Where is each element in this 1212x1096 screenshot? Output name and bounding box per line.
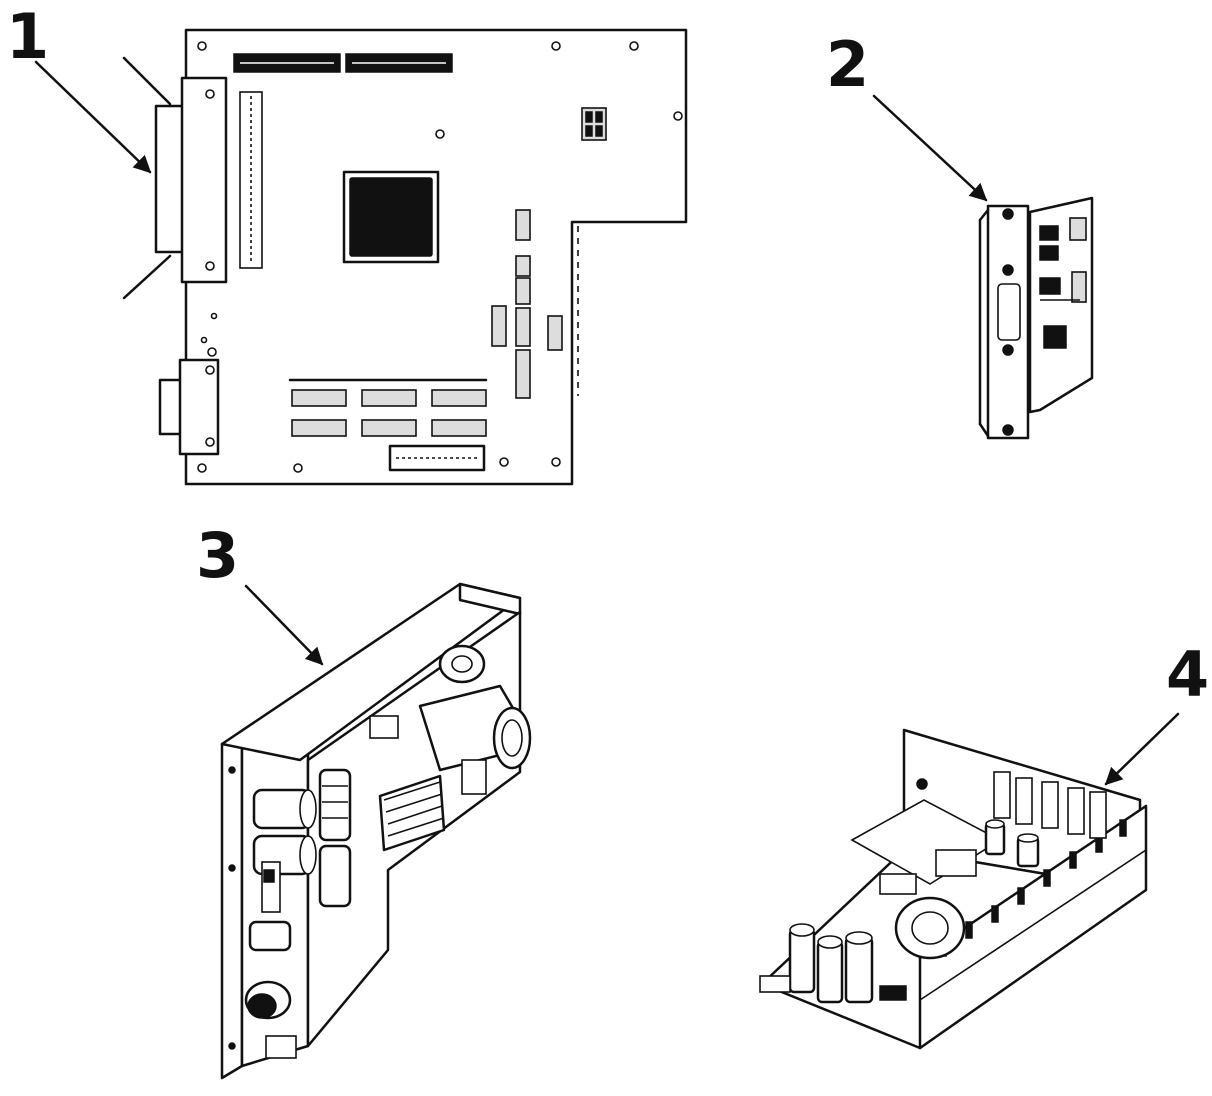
right-connectors xyxy=(491,209,563,399)
callout-4: 4 xyxy=(1166,638,1210,711)
arrow-3 xyxy=(244,584,324,666)
card-2-db-connector xyxy=(997,283,1021,341)
ps3-coil-mid xyxy=(318,844,352,908)
callout-arrows xyxy=(34,60,1180,786)
parallel-connector-plate xyxy=(180,76,228,284)
ps3-capacitors xyxy=(248,684,532,952)
callout-3: 3 xyxy=(196,519,240,592)
callout-1: 1 xyxy=(6,0,50,73)
ps4-capacitors xyxy=(788,819,1040,1004)
part-1-main-board xyxy=(122,28,688,486)
part-4-power-supply xyxy=(759,728,1148,1050)
ps3-transformer xyxy=(378,774,446,852)
part-2-interface-card xyxy=(978,196,1094,440)
arrow-2 xyxy=(872,94,988,202)
ps3-side-plate xyxy=(220,732,244,1080)
dip-switch-array xyxy=(291,389,487,437)
arrow-1 xyxy=(34,60,152,174)
arrow-4 xyxy=(1104,712,1180,786)
ps4-heatsink xyxy=(993,771,1107,839)
ps4-side-wall xyxy=(918,804,1148,1050)
parallel-connector-body xyxy=(154,104,186,254)
callout-2: 2 xyxy=(826,28,870,101)
part-3-power-supply xyxy=(220,582,532,1080)
ps3-coil-left xyxy=(318,768,352,842)
mounting-holes xyxy=(197,41,683,473)
